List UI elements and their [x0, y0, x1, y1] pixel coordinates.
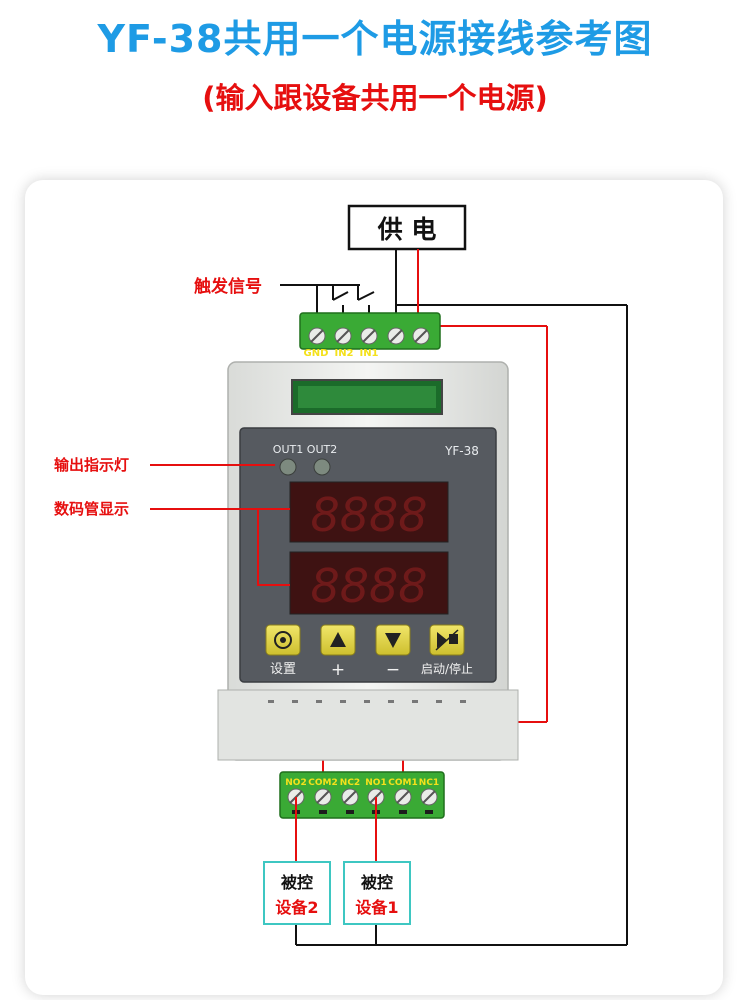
page-title: YF-38共用一个电源接线参考图	[97, 17, 653, 61]
settings-label: 设置	[270, 662, 296, 677]
in2-switch	[332, 291, 349, 301]
load-device-2: 被控 设备2	[263, 861, 331, 925]
display-top	[289, 481, 449, 543]
power-label: 供 电	[377, 215, 437, 244]
led-out2	[313, 458, 331, 476]
led-out1	[279, 458, 297, 476]
terminal-in2-label: IN2	[334, 348, 353, 359]
load-2-line2: 设备2	[275, 898, 318, 917]
gear-icon	[274, 631, 292, 649]
terminal-gnd-label: GND	[304, 348, 329, 359]
in1-switch	[357, 291, 375, 301]
device-model-label: YF-38	[444, 444, 479, 458]
terminal-nc1-label: NC1	[419, 778, 439, 788]
page-subtitle: (输入跟设备共用一个电源)	[202, 81, 548, 115]
plus-label: +	[331, 660, 345, 680]
down-arrow-icon	[385, 633, 401, 648]
display-bottom	[289, 551, 449, 615]
terminal-in1-label: IN1	[359, 348, 378, 359]
terminal-com2-label: COM2	[308, 778, 337, 788]
load-1-line2: 设备1	[355, 898, 398, 917]
minus-button[interactable]	[375, 624, 411, 656]
terminal-com1-label: COM1	[388, 778, 417, 788]
terminal-no1-label: NO1	[365, 778, 386, 788]
terminal-no2-label: NO2	[285, 778, 306, 788]
display-top-digits: 8888	[310, 488, 427, 542]
led-out1-label: OUT1	[273, 443, 303, 456]
indicator-label: 输出指示灯	[54, 456, 129, 474]
start-stop-icon	[435, 629, 459, 651]
led-out2-label: OUT2	[307, 443, 337, 456]
power-supply-box: 供 电	[347, 204, 467, 251]
input-terminal-block	[299, 312, 441, 350]
minus-label: −	[386, 660, 400, 680]
load-1-line1: 被控	[361, 873, 393, 892]
output-terminal-block	[279, 771, 445, 819]
trigger-label: 触发信号	[193, 276, 262, 297]
up-arrow-icon	[330, 632, 346, 647]
settings-button[interactable]	[265, 624, 301, 656]
start-stop-label: 启动/停止	[421, 661, 473, 676]
terminal-nc2-label: NC2	[340, 778, 360, 788]
plus-button[interactable]	[320, 624, 356, 656]
display-bottom-digits: 8888	[310, 559, 427, 613]
start-stop-button[interactable]	[429, 624, 465, 656]
load-device-1: 被控 设备1	[343, 861, 411, 925]
display-label: 数码管显示	[54, 500, 129, 518]
load-2-line1: 被控	[281, 873, 313, 892]
